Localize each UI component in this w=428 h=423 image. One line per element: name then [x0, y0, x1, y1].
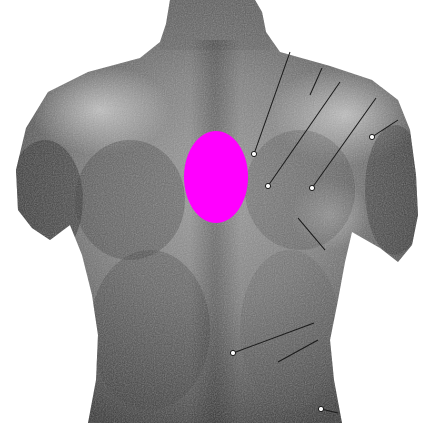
highlight-marker [184, 131, 248, 223]
leader-dot [310, 186, 315, 191]
leader-dot [252, 152, 257, 157]
leader-dot [370, 135, 375, 140]
leader-dot [266, 184, 271, 189]
leader-dot [319, 407, 324, 412]
leader-dot [231, 351, 236, 356]
